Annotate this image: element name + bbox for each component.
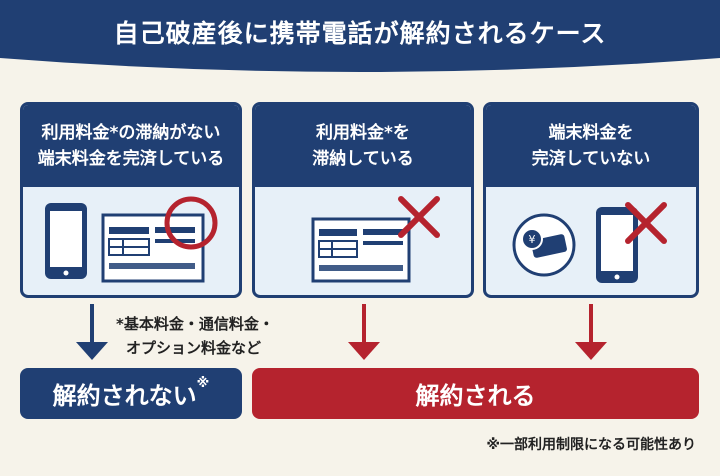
card-header: 利用料金*を 滞納している (255, 105, 471, 187)
card-device-unpaid: 端末料金を 完済していない ¥ (483, 102, 699, 298)
yen-money-icon: ¥ (512, 213, 576, 277)
result-not-cancelled-label: 解約されない (52, 382, 197, 410)
header-banner: 自己破産後に携帯電話が解約されるケース (0, 0, 720, 78)
card-illustration: ¥ (486, 187, 696, 295)
card-header: 利用料金*の滞納がない 端末料金を完済している (23, 105, 239, 187)
header-background (0, 0, 720, 72)
arrow-down-red-icon (575, 304, 607, 360)
cross-mark-icon (398, 196, 440, 238)
smartphone-icon (596, 207, 638, 283)
card-title-line1: 利用料金*の滞納がない (41, 123, 221, 143)
cross-mark-icon (625, 202, 667, 244)
arrow-down-red-icon (348, 304, 380, 360)
page-title: 自己破産後に携帯電話が解約されるケース (113, 19, 607, 48)
fee-note-line1: *基本料金・通信料金・ (116, 315, 274, 333)
card-no-arrears: 利用料金*の滞納がない 端末料金を完済している (20, 102, 242, 298)
footnote: ※一部利用制限になる可能性あり (486, 437, 696, 453)
card-in-arrears: 利用料金*を 滞納している (252, 102, 474, 298)
card-title-line2: 完済していない (531, 149, 651, 169)
smartphone-icon (45, 203, 87, 279)
card-title-line2: 滞納している (312, 149, 414, 169)
result-cancelled-label: 解約される (415, 382, 536, 410)
card-illustration (255, 187, 471, 295)
result-footnote-mark: ※ (196, 376, 210, 391)
card-header: 端末料金を 完済していない (486, 105, 696, 187)
fee-note: *基本料金・通信料金・ オプション料金など (116, 312, 274, 360)
card-title-line1: 利用料金*を (316, 123, 410, 143)
circle-mark-icon (164, 196, 218, 250)
card-title-line1: 端末料金を (548, 123, 634, 143)
fee-note-line2: オプション料金など (126, 339, 262, 357)
svg-text:¥: ¥ (529, 233, 536, 246)
card-title-line2: 端末料金を完済している (37, 149, 225, 169)
arrow-down-blue-icon (76, 304, 108, 360)
result-cancelled: 解約される (252, 368, 699, 419)
result-not-cancelled: 解約されない※ (20, 368, 242, 419)
card-illustration (23, 187, 239, 295)
bill-document-icon (311, 217, 411, 283)
